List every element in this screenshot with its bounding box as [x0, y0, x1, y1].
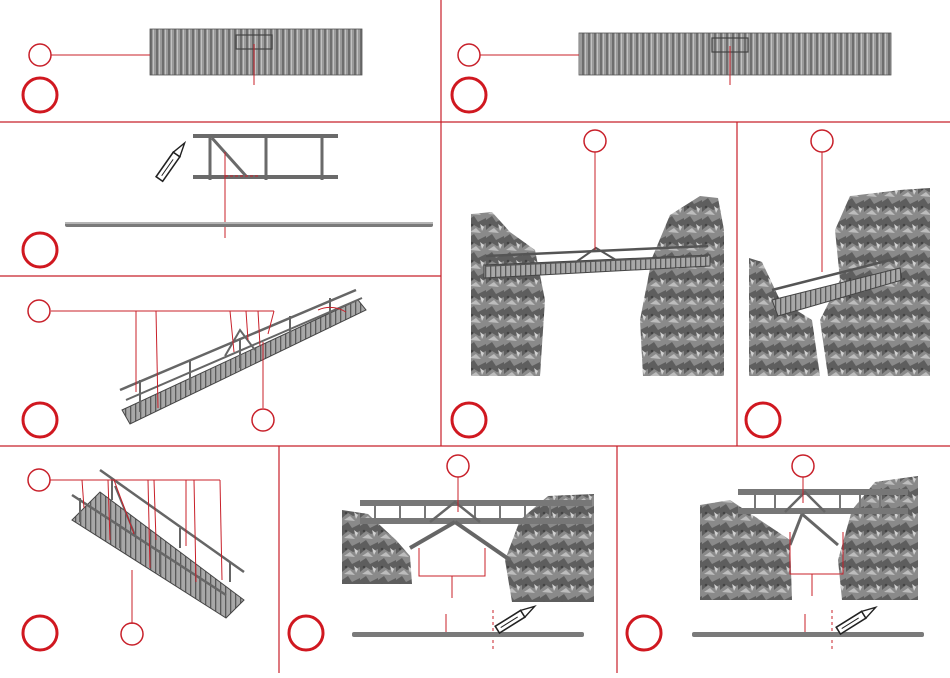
step-circle	[23, 78, 57, 112]
wooden-fence-panel	[150, 29, 362, 75]
bridge-deck-with-rails	[72, 470, 244, 618]
wooden-fence-panel-long	[579, 33, 891, 75]
callout-circle	[121, 623, 143, 645]
rail-bar	[352, 632, 584, 637]
step-circle	[452, 78, 486, 112]
rock-right	[640, 196, 724, 376]
step-circle	[452, 403, 486, 437]
panel-9	[627, 455, 924, 650]
craft-knife	[495, 603, 537, 633]
rail-bar	[692, 632, 924, 637]
panel-3	[23, 134, 433, 267]
craft-knife	[156, 141, 188, 182]
callout-circle	[252, 409, 274, 431]
craft-knife	[836, 604, 878, 634]
callout-circle	[458, 44, 480, 66]
panel-2	[452, 33, 891, 112]
callout-circle	[447, 455, 469, 477]
panel-8	[289, 455, 594, 650]
rock-left	[471, 212, 545, 376]
panel-5	[746, 130, 930, 437]
panel-7	[23, 469, 244, 650]
panel-1	[23, 29, 362, 112]
step-circle	[23, 403, 57, 437]
callout-circle	[29, 44, 51, 66]
callout-circle	[584, 130, 606, 152]
callout-circle	[28, 300, 50, 322]
step-circle	[289, 616, 323, 650]
step-circle	[23, 616, 57, 650]
railing-segment	[193, 134, 338, 180]
step-circle	[746, 403, 780, 437]
panel-6	[23, 290, 366, 437]
step-circle	[23, 233, 57, 267]
rock-left	[700, 500, 792, 600]
callout-circle	[792, 455, 814, 477]
panel-4	[452, 130, 724, 437]
callout-circle	[811, 130, 833, 152]
callout-circle	[28, 469, 50, 491]
rock-left	[749, 258, 820, 376]
step-circle	[627, 616, 661, 650]
